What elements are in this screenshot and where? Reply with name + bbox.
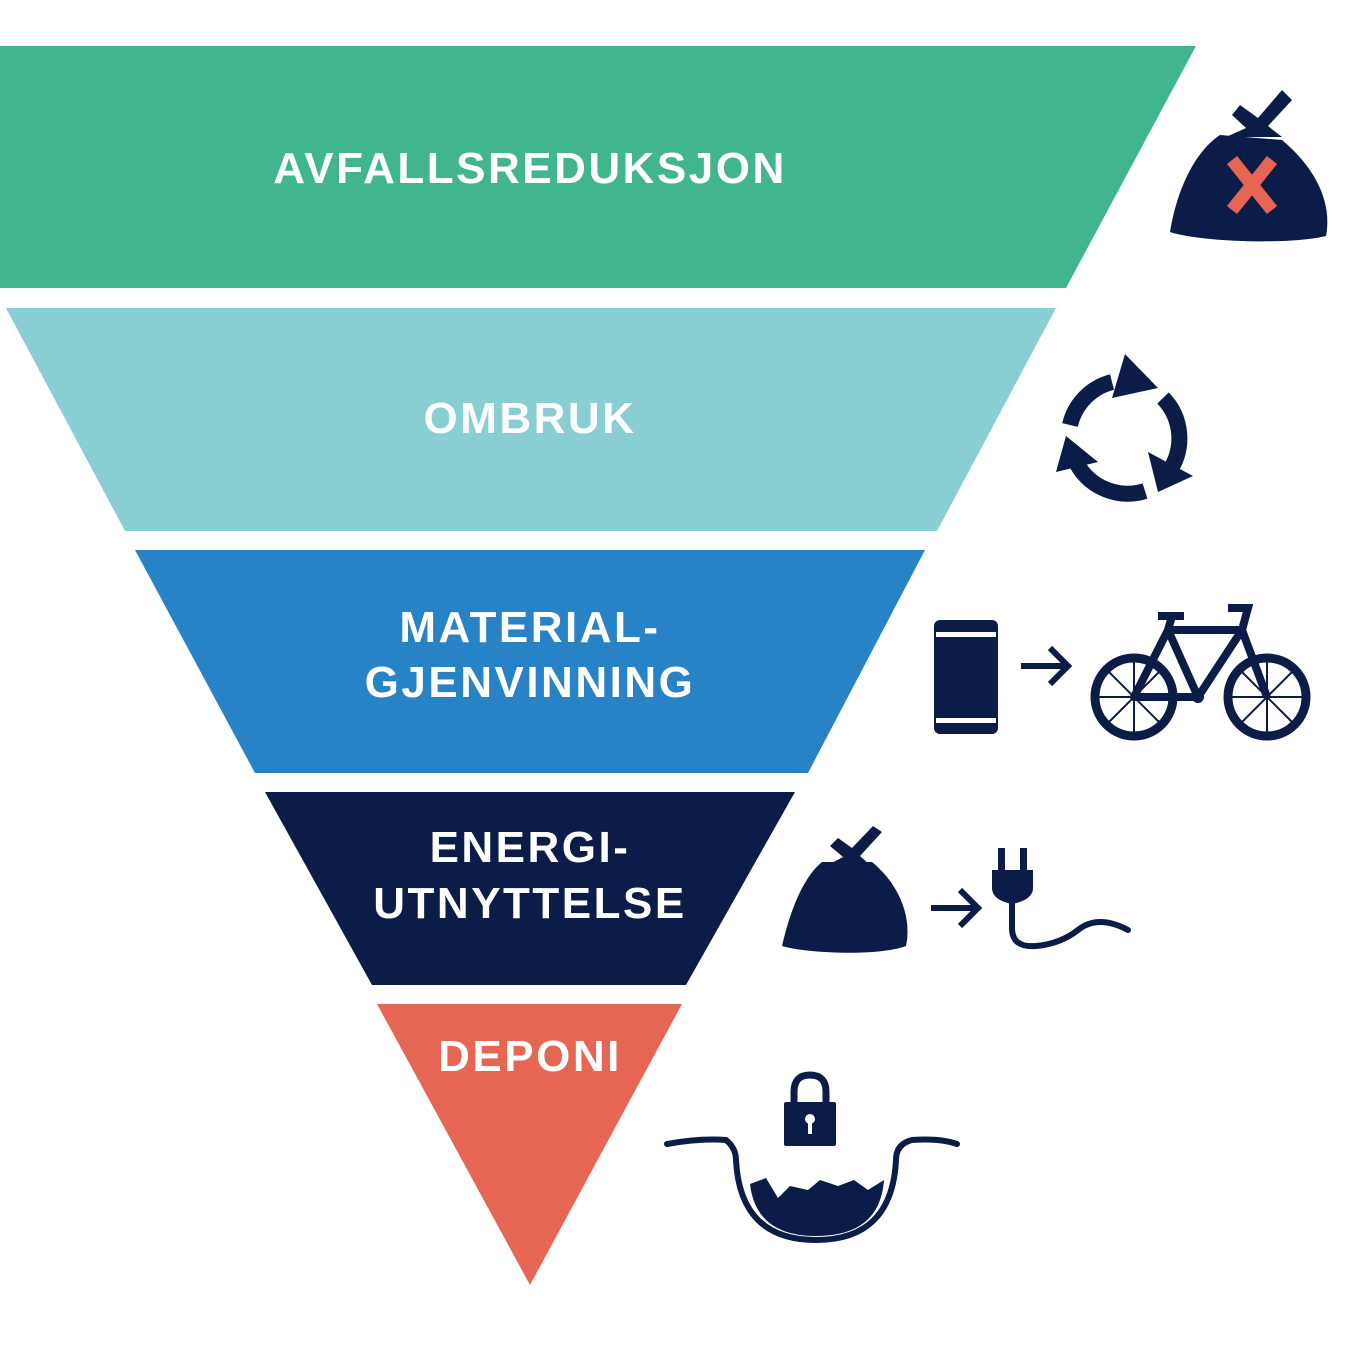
tier-reduction-label: AVFALLSREDUKSJON [273, 144, 786, 193]
tier-energy-label-line-1: ENERGI- [430, 823, 631, 872]
bicycle-icon [1090, 604, 1311, 741]
tier-recycling: MATERIAL- GJENVINNING [135, 550, 925, 773]
trash-bag-icon [782, 826, 908, 953]
tier-reuse: OMBRUK [6, 308, 1056, 531]
tier-recycling-label-line-2: GJENVINNING [365, 658, 696, 707]
pit-fill [750, 1178, 884, 1236]
plug-icon [992, 848, 1131, 950]
ground-line [664, 1136, 960, 1163]
tier-reuse-band [6, 308, 1056, 531]
circular-arrows-icon [1056, 354, 1193, 502]
locked-landfill-pit-icon [664, 1071, 960, 1244]
tier-energy-label-line-2: UTNYTTELSE [373, 879, 686, 928]
can-icon [934, 620, 998, 734]
tier-reduction: AVFALLSREDUKSJON [0, 46, 1196, 288]
cross-mark [1226, 155, 1278, 215]
padlock-icon [784, 1071, 836, 1146]
tier-landfill: DEPONI [377, 1004, 682, 1285]
arrow-right-icon [931, 887, 983, 929]
tier-reduction-band [0, 46, 1196, 288]
tier-landfill-band [377, 1004, 682, 1285]
pit-outline [733, 1159, 899, 1244]
tier-recycling-label-line-1: MATERIAL- [399, 603, 660, 652]
tier-reuse-label: OMBRUK [424, 394, 637, 443]
can-to-bicycle-icon [934, 604, 1311, 741]
tier-landfill-label: DEPONI [438, 1032, 622, 1081]
tier-recycling-band [135, 550, 925, 773]
arrow-right-icon [1021, 645, 1073, 687]
tier-energy: ENERGI- UTNYTTELSE [265, 792, 795, 985]
trash-bag-to-plug-icon [782, 826, 1131, 953]
tier-energy-band [265, 792, 795, 985]
trash-bag-tie [1226, 90, 1292, 137]
trash-bag-crossed-icon [1170, 90, 1328, 242]
